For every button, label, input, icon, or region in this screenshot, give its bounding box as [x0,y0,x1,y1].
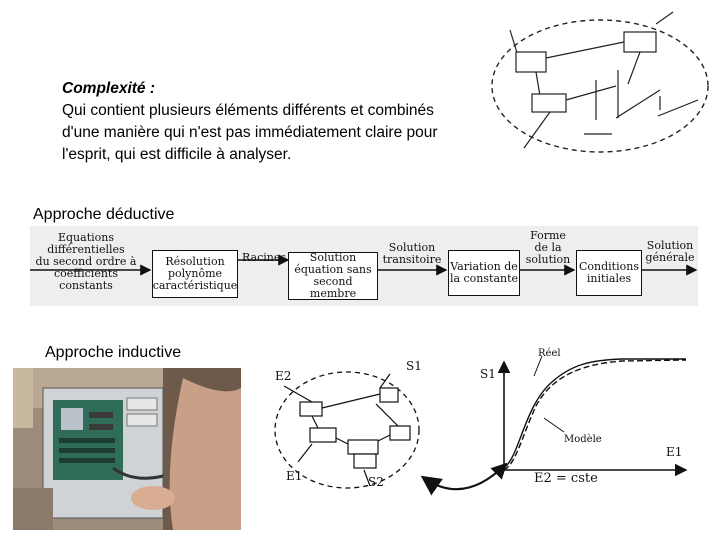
definition-line: d'une manière qui n'est pas immédiatemen… [62,124,438,141]
box-solution-sans-second-membre: Solution équation sans second membre [288,252,378,300]
box-line: Solution [309,251,357,264]
deductive-flow: Equations différentielles du second ordr… [30,226,698,306]
label-e1-axis: E1 [666,445,682,459]
box-line: la constante [449,272,519,285]
input-line: coefficients constants [54,267,118,292]
label-line: Solution [646,239,694,252]
deductive-heading: Approche déductive [33,206,175,223]
generale-label: Solution générale [642,240,698,264]
inductive-heading: Approche inductive [45,344,182,361]
label-line: solution [525,253,571,266]
box-conditions-initiales: Conditions initiales [576,250,642,296]
label-s1-axis: S1 [480,367,496,381]
label-line: générale [645,251,695,264]
label-e2-cste: E2 = cste [534,471,598,486]
box-line: second membre [309,275,357,300]
definition-line: l'esprit, qui est difficile à analyser. [62,146,292,163]
definition-line: Qui contient plusieurs éléments différen… [62,102,434,119]
label-reel: Réel [538,348,561,359]
complexity-definition: Complexité : Qui contient plusieurs élém… [62,78,512,166]
definition-title: Complexité : [62,80,156,97]
label-modele: Modèle [564,434,602,445]
box-line: équation sans [294,263,372,276]
label-line: Solution [388,241,436,254]
transitoire-label: Solution transitoire [376,242,448,266]
box-line: caractéristique [152,279,238,292]
label-line: de la [534,241,562,254]
label-line: transitoire [382,253,442,266]
label-line: Forme [530,229,566,242]
box-line: Résolution [165,255,225,268]
system-sketch [491,11,709,153]
inductive-diagram: E2 S1 E1 S2 Réel Modèle S1 E1 E2 = cste [274,348,688,496]
box-line: initiales [586,272,632,285]
forme-label: Forme de la solution [520,230,576,266]
input-line: du second ordre à [35,255,137,268]
label-e2-left: E2 [275,369,291,383]
input-label: Equations différentielles du second ordr… [30,232,142,292]
box-line: Variation de [450,260,518,273]
box-variation-constante: Variation de la constante [448,250,520,296]
box-line: polynôme [167,267,223,280]
input-line: Equations différentielles [47,231,125,256]
racines-label: Racines [241,251,286,264]
computer-repair-photo [13,368,241,530]
flow-arrows [30,254,698,276]
label-s2-left: S2 [368,475,384,489]
box-resolution: Résolution polynôme caractéristique [152,250,238,298]
label-s1-left: S1 [406,359,422,373]
label-e1-left: E1 [286,469,302,483]
box-line: Conditions [579,260,639,273]
